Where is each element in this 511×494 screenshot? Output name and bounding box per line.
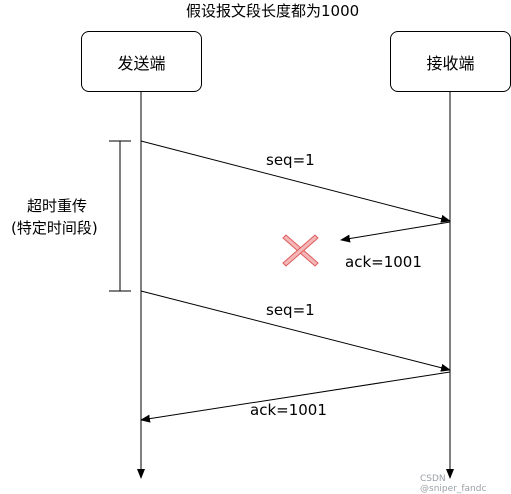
receiver-label: 接收端: [426, 53, 475, 73]
label-seq-1: seq=1: [266, 151, 315, 169]
label-ack: ack=1001: [250, 401, 327, 419]
timeout-label-line1: 超时重传: [27, 197, 88, 215]
message-arrow-seq-retransmit: [140, 290, 451, 372]
message-arrow-ack: [140, 371, 451, 423]
message-arrow-ack-lost: [340, 221, 451, 243]
timeout-label-line2: (特定时间段): [11, 219, 98, 237]
packet-lost-x-icon: [282, 234, 319, 267]
timeout-bracket: [109, 140, 131, 292]
label-seq-retransmit: seq=1: [266, 301, 315, 319]
diagram-title: 假设报文段长度都为1000: [186, 2, 360, 20]
label-ack-lost: ack=1001: [345, 253, 422, 271]
watermark: CSDN @sniper_fandc: [420, 474, 487, 494]
message-arrow-seq-1: [140, 140, 451, 223]
sender-label: 发送端: [117, 53, 166, 73]
